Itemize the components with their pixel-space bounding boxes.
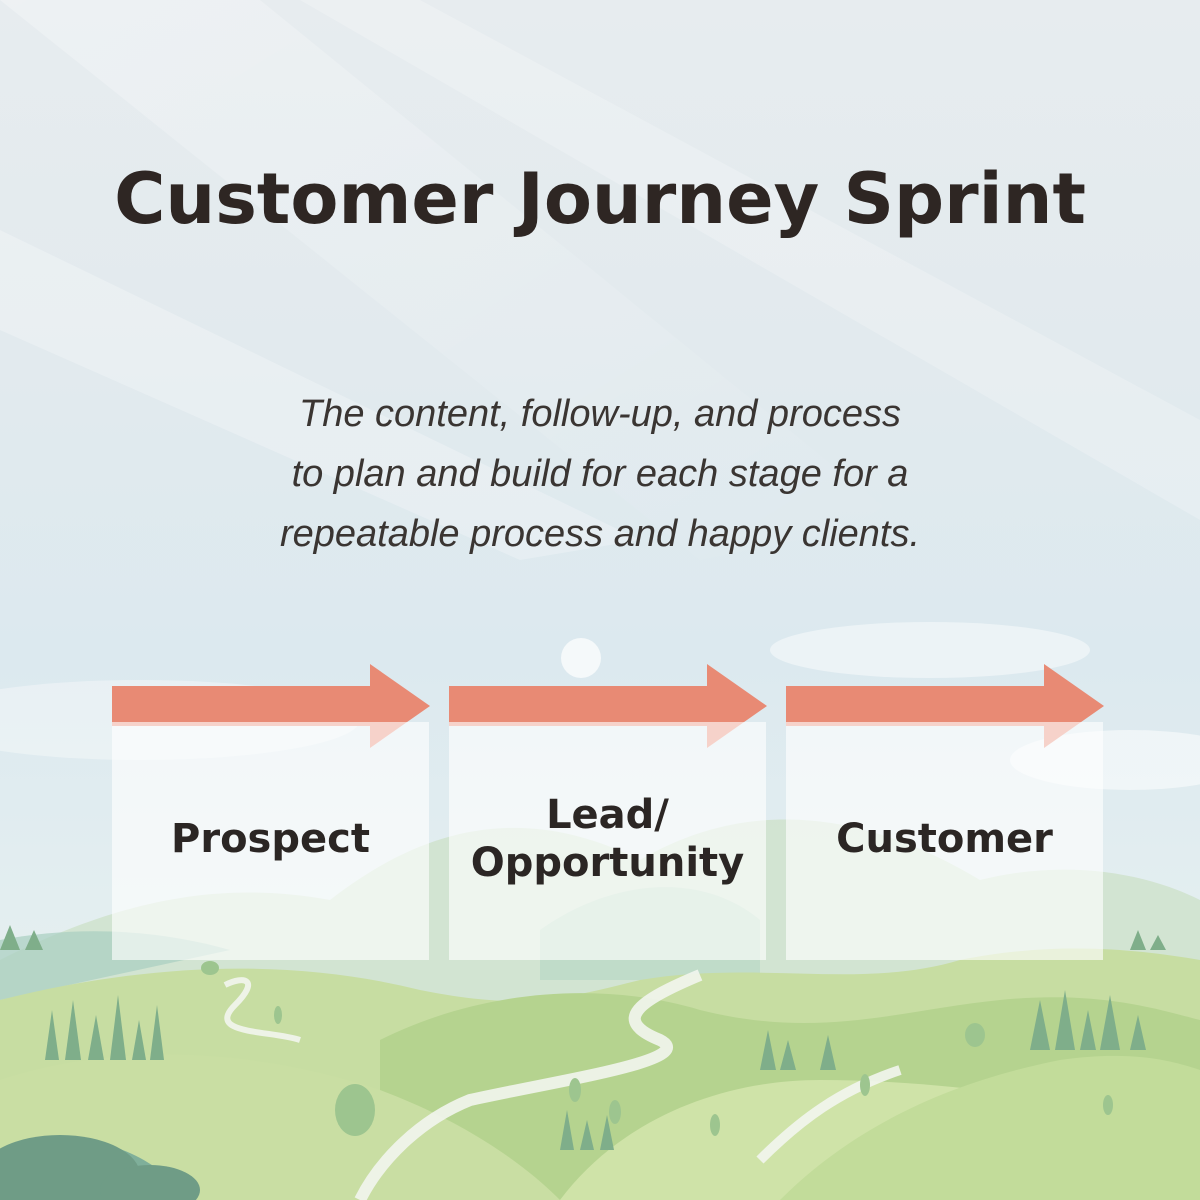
tree-icons bbox=[0, 925, 1166, 1150]
stage-prospect: Prospect bbox=[112, 722, 429, 960]
subtitle-line: The content, follow-up, and process bbox=[298, 393, 901, 435]
stage-lead-opportunity: Lead/ Opportunity bbox=[449, 722, 766, 960]
arrow-right-icon bbox=[112, 664, 430, 748]
stage-label: Customer bbox=[836, 816, 1053, 862]
stage-label: Prospect bbox=[171, 816, 370, 862]
stage-customer: Customer bbox=[786, 722, 1103, 960]
subtitle: The content, follow-up, and process to p… bbox=[150, 384, 1050, 564]
page-title: Customer Journey Sprint bbox=[114, 158, 1086, 240]
stage-label: Lead/ Opportunity bbox=[470, 792, 745, 886]
subtitle-line: to plan and build for each stage for a bbox=[291, 453, 909, 495]
arrow-right-icon bbox=[786, 664, 1104, 748]
subtitle-line: repeatable process and happy clients. bbox=[279, 513, 921, 555]
arrow-right-icon bbox=[449, 664, 767, 748]
sun-icon bbox=[561, 638, 601, 678]
